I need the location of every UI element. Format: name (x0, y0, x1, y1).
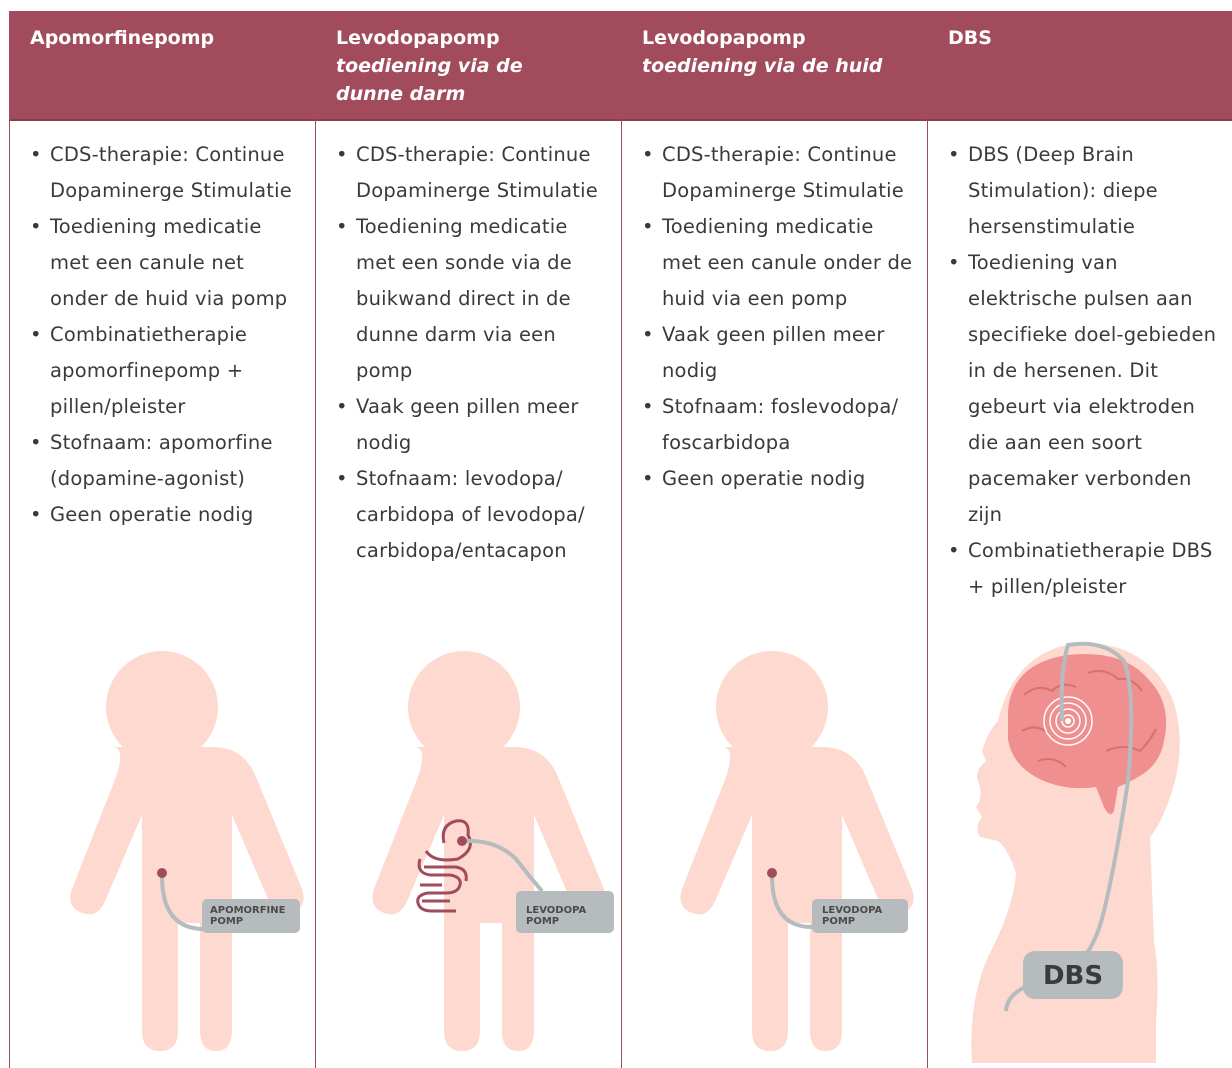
figure-body (70, 747, 304, 1051)
head-brain-illustration: DBS (971, 641, 1180, 1063)
pump-box (812, 899, 908, 933)
pump-box (516, 891, 614, 933)
pump-box (202, 899, 300, 933)
pump-label-line1: LEVODOPA (822, 905, 882, 916)
figure-body (680, 747, 914, 1051)
list-item: Geen operatie nodig (30, 497, 307, 533)
column-subtitle: toediening via de huid (642, 55, 883, 77)
body-intestine-illustration: LEVODOPA POMP (372, 651, 614, 1051)
sonde-dot (457, 836, 467, 846)
canule-dot (157, 868, 167, 878)
list-item: CDS-therapie: Continue Dopaminerge Stimu… (642, 137, 919, 209)
column-header: Apomorfinepomp (10, 11, 315, 121)
tube (461, 838, 544, 893)
list-item: Stofnaam: apomorfine (dopamine-agonist) (30, 425, 307, 497)
list-item: Toediening medicatie met een sonde via d… (336, 209, 613, 389)
column-title: DBS (948, 27, 992, 49)
column-levodopapomp-huid: Levodopapomp toediening via de huid CDS-… (622, 11, 928, 1068)
bullet-list: CDS-therapie: Continue Dopaminerge Stimu… (316, 137, 621, 569)
body-pump-illustration: APOMORFINE POMP (70, 651, 304, 1051)
column-levodopapomp-darm: Levodopapomp toediening via de dunne dar… (316, 11, 622, 1068)
list-item: Toediening medicatie met een canule onde… (642, 209, 919, 317)
list-item: Toediening medicatie met een canule net … (30, 209, 307, 317)
column-subtitle: toediening via de dunne darm (336, 55, 523, 105)
pump-label-line2: POMP (822, 916, 855, 927)
bullet-list: CDS-therapie: Continue Dopaminerge Stimu… (10, 137, 315, 533)
column-header: DBS (928, 11, 1232, 121)
list-item: CDS-therapie: Continue Dopaminerge Stimu… (30, 137, 307, 209)
list-item: Stofnaam: levodopa/ carbidopa of levodop… (336, 461, 613, 569)
column-apomorfinepomp: Apomorfinepomp CDS-therapie: Continue Do… (9, 11, 316, 1068)
list-item: Geen operatie nodig (642, 461, 919, 497)
list-item: Toediening van elektrische pulsen aan sp… (948, 245, 1224, 533)
figure-head (106, 651, 218, 763)
pump-label-line2: POMP (526, 916, 559, 927)
bullet-list: DBS (Deep Brain Stimulation): diepe hers… (928, 137, 1232, 605)
list-item: Vaak geen pillen meer nodig (642, 317, 919, 389)
column-title: Levodopapomp (336, 27, 500, 49)
column-header: Levodopapomp toediening via de huid (622, 11, 927, 121)
figure-head (716, 651, 828, 763)
list-item: Combinatietherapie apomorfinepomp + pill… (30, 317, 307, 425)
intestine-icon (416, 819, 472, 913)
figure-head (408, 651, 520, 763)
column-title: Apomorfinepomp (30, 27, 215, 49)
list-item: Combinatietherapie DBS + pillen/pleister (948, 533, 1224, 605)
pump-label-line1: APOMORFINE (210, 905, 286, 916)
column-title: Levodopapomp (642, 27, 806, 49)
pump-label-line2: POMP (210, 916, 243, 927)
dbs-device-label: DBS (1043, 961, 1103, 991)
brain-folds (1021, 670, 1157, 768)
comparison-table: Apomorfinepomp CDS-therapie: Continue Do… (9, 11, 1232, 1068)
electrode-tip (1065, 718, 1071, 724)
list-item: CDS-therapie: Continue Dopaminerge Stimu… (336, 137, 613, 209)
list-item: Stofnaam: foslevodopa/ foscarbidopa (642, 389, 919, 461)
body-pump-illustration: LEVODOPA POMP (680, 651, 914, 1051)
pump-label-line1: LEVODOPA (526, 905, 586, 916)
figure-body (372, 747, 606, 1051)
column-dbs: DBS DBS (Deep Brain Stimulation): diepe … (928, 11, 1232, 1068)
tube (770, 875, 818, 929)
canule-dot (767, 868, 777, 878)
dbs-device (1023, 951, 1123, 999)
list-item: Vaak geen pillen meer nodig (336, 389, 613, 461)
column-header: Levodopapomp toediening via de dunne dar… (316, 11, 621, 121)
list-item: DBS (Deep Brain Stimulation): diepe hers… (948, 137, 1224, 245)
bullet-list: CDS-therapie: Continue Dopaminerge Stimu… (622, 137, 927, 497)
